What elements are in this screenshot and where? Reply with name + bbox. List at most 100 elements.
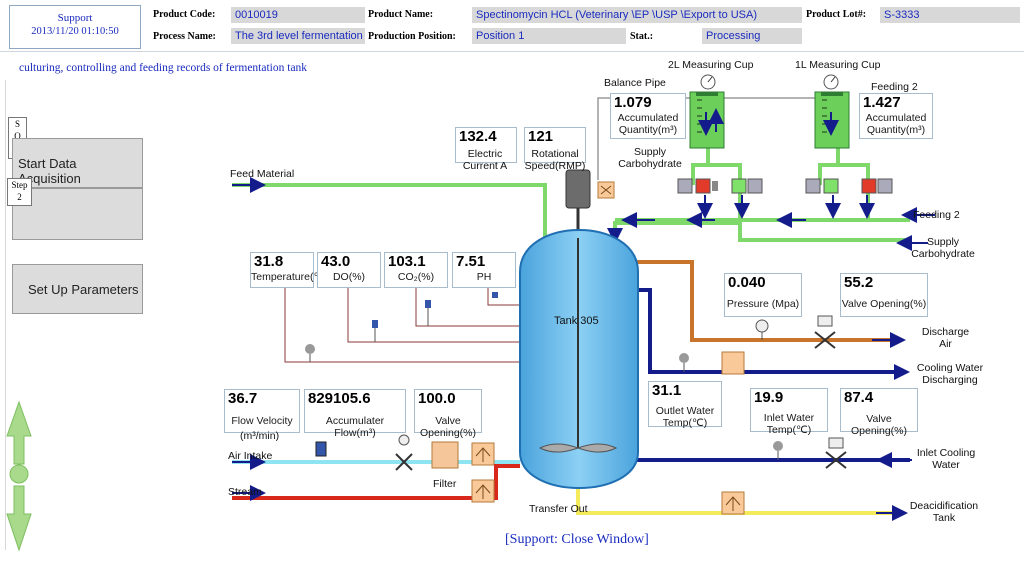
production-position-label: Production Position: xyxy=(368,31,456,42)
start-data-acquisition-button[interactable]: Start Data Acquisition xyxy=(12,138,143,188)
scroll-down-icon xyxy=(6,485,32,552)
filter-label: Filter xyxy=(433,478,457,490)
set-up-parameters-button[interactable]: Set Up Parameters xyxy=(12,264,143,314)
product-code-value: 0010019 xyxy=(231,7,365,23)
production-position-value: Position 1 xyxy=(472,28,626,44)
intake-valve-opening-readout: 100.0 Valve Opening(%) xyxy=(414,389,482,439)
do-label: DO(%) xyxy=(332,271,366,283)
balance-pipe-label: Balance Pipe xyxy=(604,77,666,89)
product-lot-value: S-3333 xyxy=(880,7,1020,23)
sensor-icon xyxy=(305,344,315,362)
control-valve-icon xyxy=(814,315,836,349)
sop-letter-s: S xyxy=(14,119,20,129)
page-subtitle: culturing, controlling and feeding recor… xyxy=(19,62,308,74)
accumulated-1l-value: 1.427 xyxy=(863,94,901,111)
ph-value: 7.51 xyxy=(456,253,486,270)
step-button[interactable] xyxy=(12,188,143,240)
cooling-water-discharging-label: Cooling Water Discharging xyxy=(916,362,984,386)
feeding2-top-label: Feeding 2 xyxy=(871,81,918,93)
valve-box-icon xyxy=(721,351,745,375)
agitator-icon xyxy=(538,443,618,453)
transfer-out-pipe xyxy=(576,488,900,515)
sidebar-divider xyxy=(5,80,6,550)
do-readout: 43.0 DO(%) xyxy=(317,252,381,288)
stat-label: Stat.: xyxy=(630,31,654,42)
tank-name: Tank 305 xyxy=(554,315,599,327)
stream-pipe xyxy=(232,464,520,500)
flow-velocity-label: Flow Velocity xyxy=(231,415,293,427)
product-code-label: Product Code: xyxy=(153,9,216,20)
pressure-value: 0.040 xyxy=(728,274,766,291)
sensor-icon xyxy=(679,353,689,372)
electric-current-label: Electric Current A xyxy=(462,148,508,172)
motor-icon xyxy=(565,169,591,209)
discharge-air-pipe xyxy=(630,260,900,342)
inlet-water-temp-value: 19.9 xyxy=(754,389,784,406)
flow-velocity-unit: (m³/min) xyxy=(240,430,280,442)
scroll-up-icon xyxy=(6,400,32,465)
air-valve-opening-label: Valve Opening(%) xyxy=(841,298,927,310)
feeding-green-pipe-top xyxy=(613,221,740,238)
ph-label: PH xyxy=(476,271,492,283)
temperature-readout: 31.8 Temperature(℃) xyxy=(250,252,329,288)
feed-material-pipe xyxy=(232,183,547,238)
accumulated-1l-label: Accumulated Quantity(m³) xyxy=(865,112,927,136)
inlet-cooling-water-label: Inlet Cooling Water xyxy=(916,447,976,471)
cup-2l-label: 2L Measuring Cup xyxy=(668,59,754,71)
electric-current-readout: 132.4 xyxy=(455,127,517,163)
filter-icon xyxy=(431,441,459,469)
process-name-value: The 3rd level fermentation xyxy=(231,28,365,44)
sensor-icon xyxy=(425,300,431,326)
temperature-label: Temperature(℃) xyxy=(251,271,329,283)
co2-sensor-line xyxy=(415,285,520,327)
intake-valve-opening-label: Valve Opening(%) xyxy=(419,415,477,439)
sensor-icon xyxy=(773,441,783,460)
inlet-water-temp-label: Inlet Water Temp(℃) xyxy=(763,412,815,436)
supply-carbohydrate-right-label: Supply Carbohydrate xyxy=(911,236,975,260)
feed-material-label: Feed Material xyxy=(230,168,295,180)
product-lot-label: Product Lot#: xyxy=(806,9,867,20)
flow-velocity-value: 36.7 xyxy=(228,390,258,407)
air-valve-opening-readout: 55.2 Valve Opening(%) xyxy=(840,273,928,317)
deacidification-tank-label: Deacidification Tank xyxy=(909,500,979,524)
air-intake-label: Air Intake xyxy=(228,450,273,462)
sensor-icon xyxy=(492,292,498,298)
intake-valve-opening-value: 100.0 xyxy=(418,390,456,407)
support-box: Support 2013/11/20 01:10:50 xyxy=(9,5,141,49)
pump-icon xyxy=(731,178,763,194)
flow-velocity-readout: 36.7 Flow Velocity xyxy=(224,389,300,433)
pump-icon xyxy=(677,178,718,194)
accumulater-flow-readout: 829105.6 Accumulater Flow(m³) xyxy=(304,389,406,439)
ph-sensor-line xyxy=(487,285,520,306)
co2-readout: 103.1 CO₂(%) xyxy=(384,252,448,288)
rotational-speed-label: Rotational Speed(RMP) xyxy=(524,148,586,172)
step-label: Step xyxy=(11,180,28,190)
air-valve-opening-value: 55.2 xyxy=(844,274,874,291)
step-tab[interactable]: Step 2 xyxy=(7,178,32,206)
start-button-label: Start Data Acquisition xyxy=(18,156,81,186)
accumulated-2l-readout: 1.079 Accumulated Quantity(m³) xyxy=(610,93,686,139)
stream-label: Stream xyxy=(228,486,262,498)
support-title: Support xyxy=(57,12,93,24)
temperature-value: 31.8 xyxy=(254,253,284,270)
pressure-label: Pressure (Mpa) xyxy=(726,298,800,310)
scroll-control[interactable] xyxy=(4,400,34,552)
ph-readout: 7.51 PH xyxy=(452,252,516,288)
close-window-link[interactable]: [Support: Close Window] xyxy=(505,532,649,547)
setup-button-label: Set Up Parameters xyxy=(28,282,139,297)
cooling-valve-opening-value: 87.4 xyxy=(844,389,874,406)
supply-carbohydrate-top-label: Supply Carbohydrate xyxy=(618,146,682,170)
flow-meter-icon xyxy=(315,441,327,457)
header-divider xyxy=(0,51,1024,52)
control-valve-icon xyxy=(825,437,847,469)
do-value: 43.0 xyxy=(321,253,351,270)
pressure-gauge-icon xyxy=(755,319,769,333)
discharge-air-label: Discharge Air xyxy=(921,326,970,350)
product-name-label: Product Name: xyxy=(368,9,434,20)
co2-value: 103.1 xyxy=(388,253,426,270)
transfer-out-label: Transfer Out xyxy=(529,503,588,515)
sensor-icon xyxy=(372,320,378,342)
pump-icon xyxy=(861,178,893,194)
accumulated-2l-label: Accumulated Quantity(m³) xyxy=(617,112,679,136)
